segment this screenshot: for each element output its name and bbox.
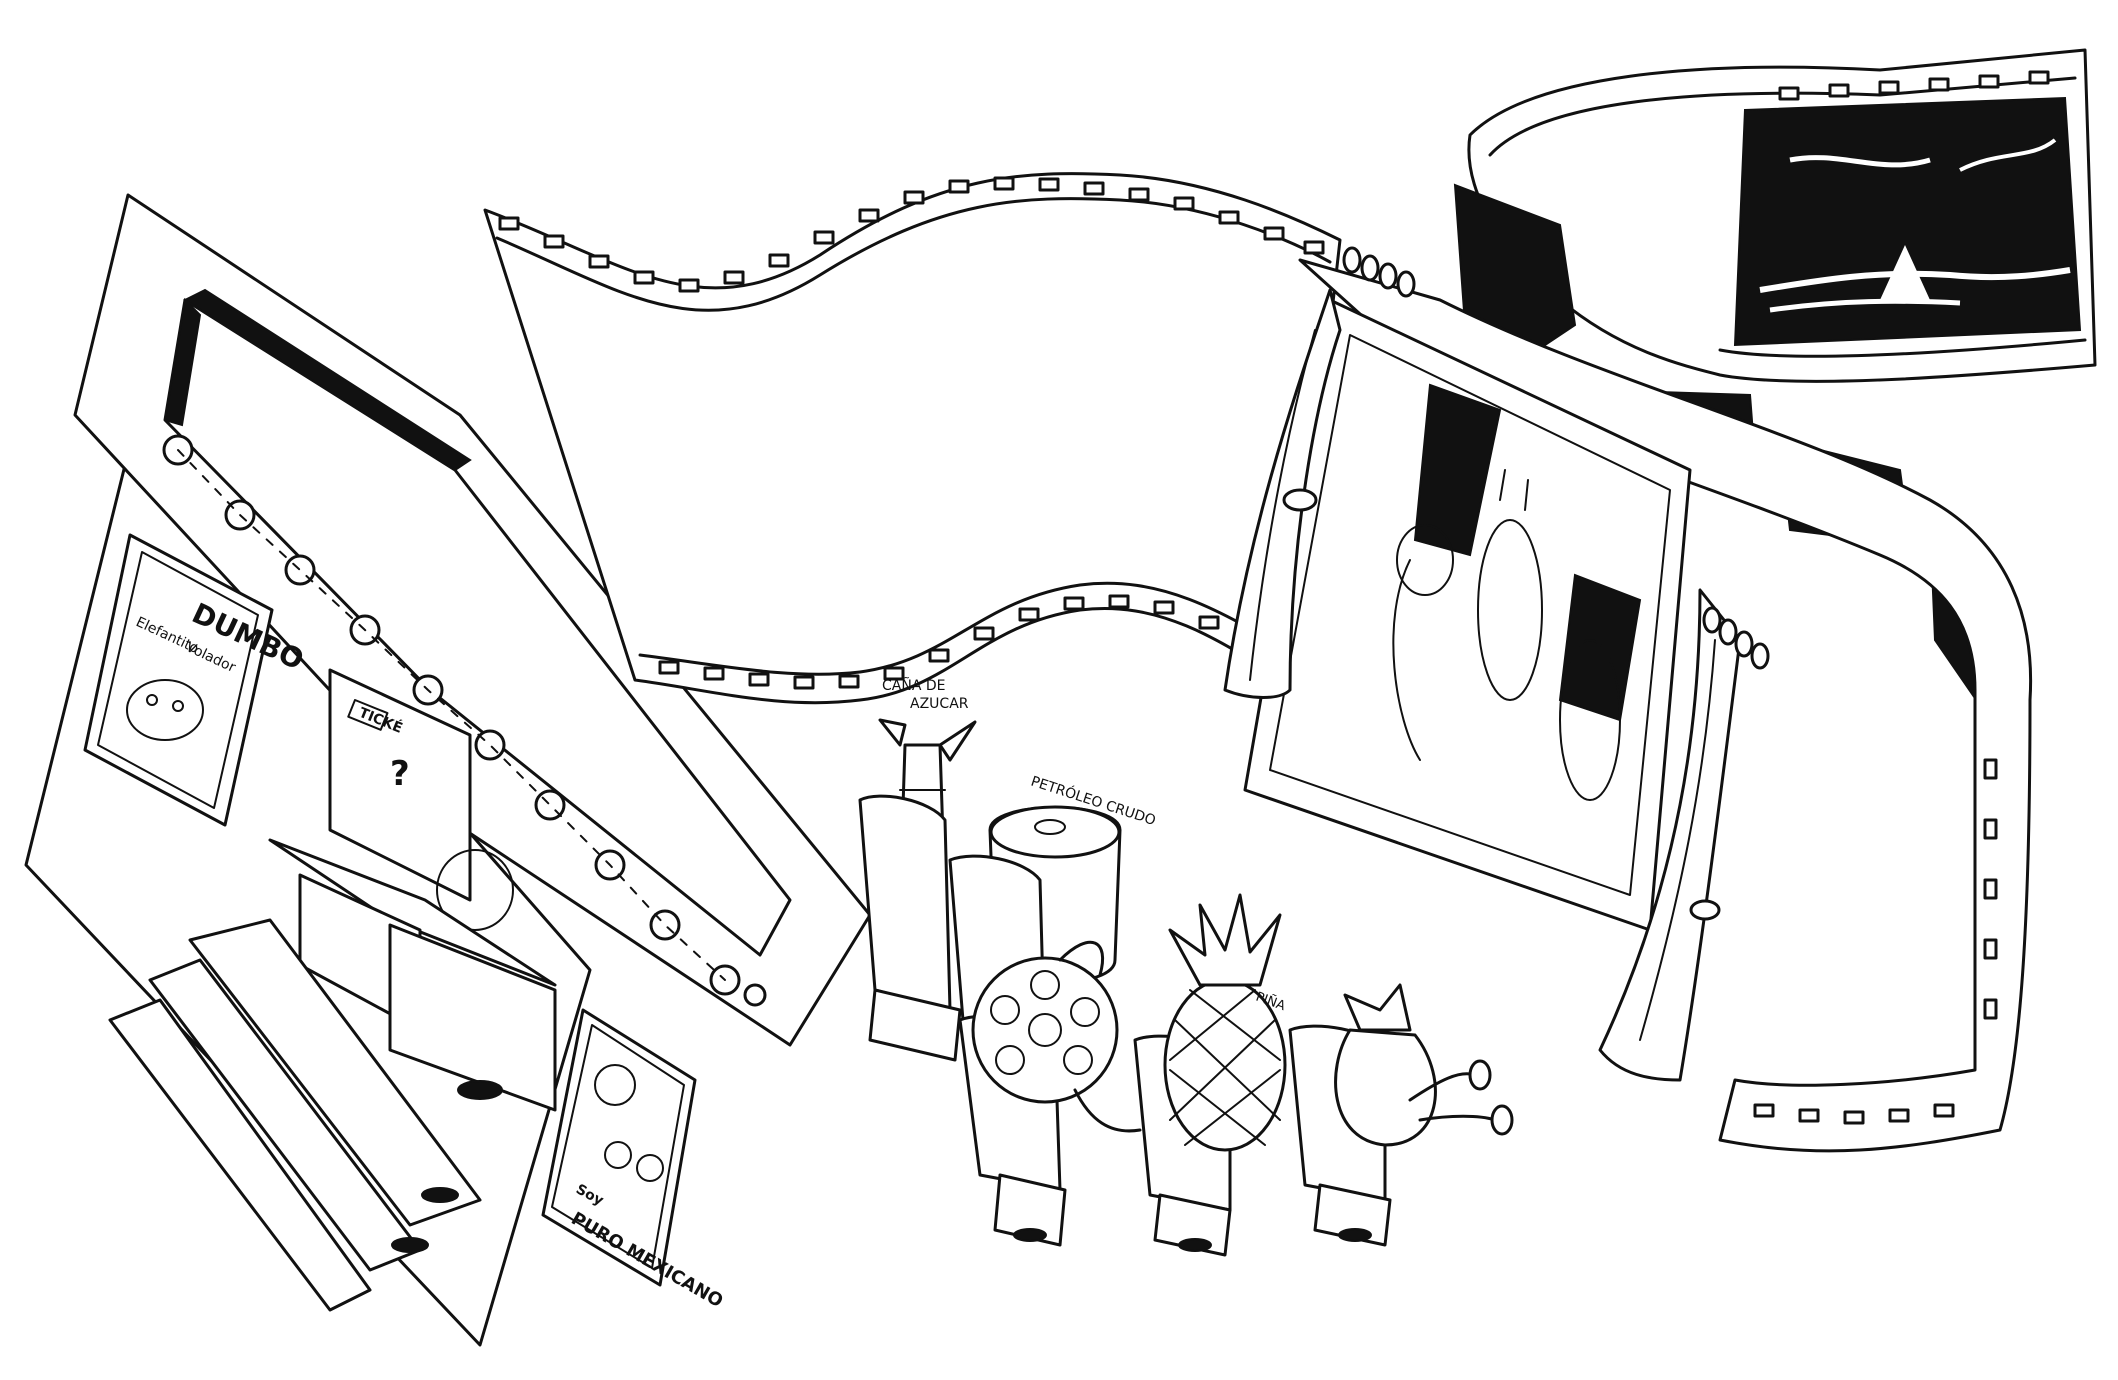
elephant-sketch bbox=[126, 679, 204, 741]
audience: CAÑA DE AZUCAR PETRÓLEO CRUDO bbox=[858, 677, 1514, 1257]
curtain-rings bbox=[1342, 246, 1770, 670]
film-strip-curl-sprockets bbox=[1753, 70, 2050, 1125]
frame-mariachi-scene bbox=[1243, 298, 1692, 932]
booth-question-mark: ? bbox=[390, 754, 410, 794]
frame-storm-scene bbox=[1733, 96, 2082, 347]
film-reel-character bbox=[971, 940, 1142, 1133]
curtain-right bbox=[1598, 588, 1742, 1082]
marquee-bulbs bbox=[162, 434, 767, 1007]
film-strip-curl bbox=[1223, 48, 2097, 1153]
mexicano-poster: Soy PURO MEXICANO bbox=[541, 1008, 727, 1312]
dumbo-poster: DUMBO Elefantito Volador bbox=[83, 533, 309, 827]
film-strip-main bbox=[483, 172, 1342, 705]
label-cane-line2: AZUCAR bbox=[910, 696, 969, 712]
entrance-steps bbox=[108, 918, 482, 1312]
label-cane-line1: CAÑA DE bbox=[882, 677, 945, 694]
film-strip-sprockets-top bbox=[498, 176, 1325, 293]
cinema-seats bbox=[858, 794, 1392, 1257]
pineapple-character: PIÑA bbox=[1163, 893, 1288, 1152]
curtain-left bbox=[1223, 288, 1342, 699]
ticket-booth: TICKÉ ? bbox=[268, 668, 557, 1112]
money-bag-character bbox=[1334, 983, 1514, 1147]
